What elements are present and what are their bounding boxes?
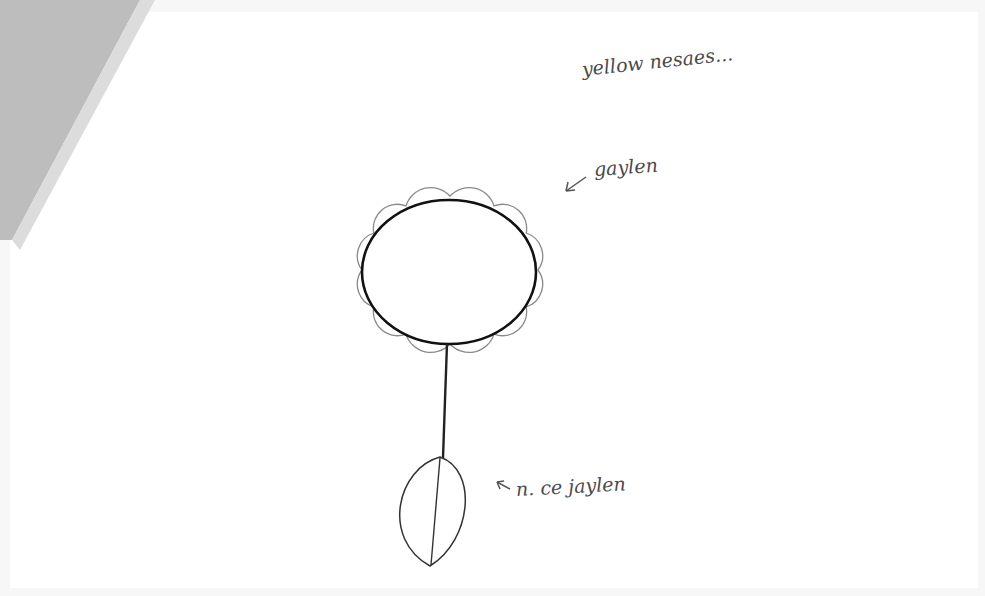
leaf xyxy=(400,457,466,566)
paper-sheet-face xyxy=(10,12,978,588)
petal-ring xyxy=(357,188,542,353)
stem xyxy=(443,344,447,458)
page-corner-edge xyxy=(12,0,155,250)
flower-head xyxy=(362,200,536,344)
leaf-vein xyxy=(431,458,440,565)
leader-arrow xyxy=(566,177,586,191)
part-label: gaylen xyxy=(593,154,658,181)
leader-arrow xyxy=(497,481,510,489)
page-corner-shadow xyxy=(0,0,140,240)
